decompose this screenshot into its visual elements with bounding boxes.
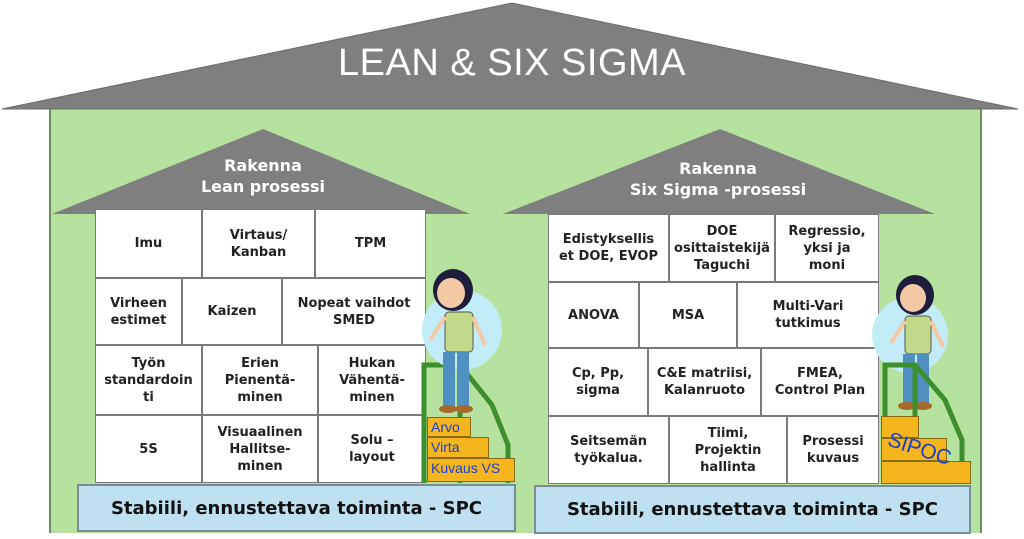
ss-cell-prosessikuvaus: Prosessi kuvaus: [787, 416, 879, 484]
main-roof: [1, 2, 1019, 110]
ss-cell-msa: MSA: [639, 282, 737, 348]
ss-cell-seitseman-tyokalua: Seitsemän työkalua.: [548, 416, 669, 484]
lean-stair-arvo: Arvo: [427, 417, 471, 437]
main-title: LEAN & SIX SIGMA: [338, 42, 686, 84]
lean-cell-smed: Nopeat vaihdot SMED: [282, 278, 426, 345]
ss-cell-fmea: FMEA, Control Plan: [761, 348, 879, 416]
lean-cell-solu-layout: Solu – layout: [318, 415, 426, 483]
lean-person-icon: [422, 269, 502, 413]
lean-cell-5s: 5S: [95, 415, 202, 483]
lean-stair-kuvaus-vs: Kuvaus VS: [427, 458, 515, 482]
sixsigma-roof: [503, 129, 935, 214]
lean-figure-and-railing: [421, 269, 511, 483]
lean-roof-title-line2: Lean prosessi: [200, 177, 326, 196]
sixsigma-stair-2: [881, 438, 947, 461]
lean-cell-hukan-vahentaminen: Hukan Vähentä- minen: [318, 345, 426, 415]
lean-roof-title: Rakenna Lean prosessi: [163, 155, 363, 197]
ss-cell-ce-matriisi: C&E matriisi, Kalanruoto: [648, 348, 761, 416]
lean-cell-imu: Imu: [95, 209, 202, 278]
sixsigma-roof-title: Rakenna Six Sigma -prosessi: [608, 158, 828, 200]
sixsigma-foundation: Stabiili, ennustettava toiminta - SPC: [534, 485, 971, 534]
lean-cell-kaizen: Kaizen: [182, 278, 282, 345]
lean-cell-virheen-estimet: Virheen estimet: [95, 278, 182, 345]
sixsigma-roof-title-line2: Six Sigma -prosessi: [629, 180, 807, 199]
roof-graphics: [1, 2, 1019, 214]
lean-roof-title-line1: Rakenna: [224, 156, 302, 175]
sixsigma-stair-1: [881, 416, 919, 438]
ss-cell-anova: ANOVA: [548, 282, 639, 348]
ss-cell-tiimi-projektin-hallinta: Tiimi, Projektin hallinta: [669, 416, 787, 484]
sixsigma-stair-3: [881, 461, 971, 484]
lean-stair-virta: Virta: [427, 437, 489, 458]
sixsigma-person-icon: [872, 275, 948, 410]
lean-cell-erien-pienentaminen: Erien Pienentä- minen: [202, 345, 318, 415]
ss-cell-multi-vari: Multi-Vari tutkimus: [737, 282, 879, 348]
lean-roof: [52, 129, 470, 214]
lean-cell-virtaus-kanban: Virtaus/ Kanban: [202, 209, 315, 278]
lean-cell-tpm: TPM: [315, 209, 426, 278]
ss-cell-edistyksellinen-doe: Edistyksellis et DOE, EVOP: [548, 214, 669, 282]
ss-cell-cp-pp-sigma: Cp, Pp, sigma: [548, 348, 648, 416]
ss-cell-regressio: Regressio, yksi ja moni: [775, 214, 879, 282]
lean-cell-visuaalinen-hallitseminen: Visuaalinen Hallitse- minen: [202, 415, 318, 483]
sixsigma-roof-title-line1: Rakenna: [679, 159, 757, 178]
ss-cell-doe-taguchi: DOE osittaistekijä Taguchi: [669, 214, 775, 282]
lean-foundation: Stabiili, ennustettava toiminta - SPC: [77, 484, 516, 532]
lean-cell-tyon-standardointi: Työn standardoin ti: [95, 345, 202, 415]
